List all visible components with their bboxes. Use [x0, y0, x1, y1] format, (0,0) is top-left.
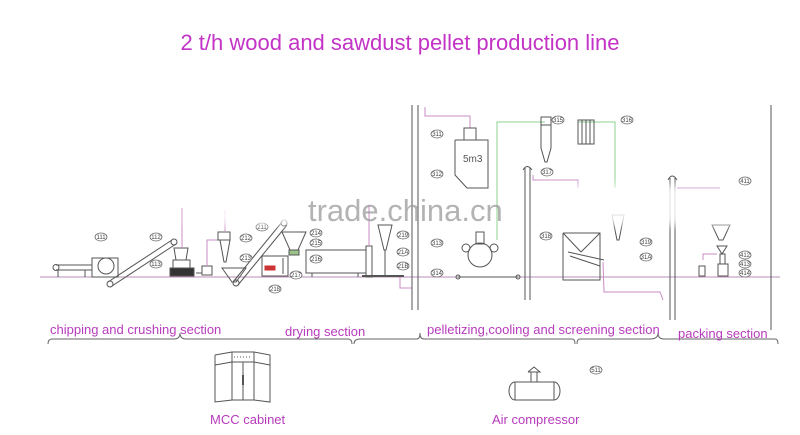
cyclone-3: [540, 116, 552, 163]
svg-text:217: 217: [291, 273, 302, 279]
tag-21b: 21B: [396, 261, 410, 271]
tag-211: 211: [255, 222, 269, 232]
section-label-drying: drying section: [285, 324, 366, 339]
svg-text:111: 111: [96, 235, 106, 241]
svg-text:318: 318: [541, 234, 552, 240]
green-duct: [496, 121, 545, 240]
screw-conveyor-1: [362, 275, 413, 305]
svg-text:312: 312: [432, 172, 443, 178]
tag-312: 312: [430, 169, 444, 179]
green-duct-2: [578, 121, 616, 188]
hammer-mill: [169, 208, 195, 277]
wood-chipper: [91, 257, 119, 278]
tag-315: 315: [551, 115, 565, 125]
svg-text:316: 316: [622, 118, 633, 124]
tag-411: 411: [738, 176, 752, 186]
section-label-packing: packing section: [678, 326, 768, 341]
svg-text:315: 315: [553, 118, 564, 124]
tag-412: 412: [738, 250, 752, 260]
packing-hopper: [711, 224, 731, 265]
tag-319: 319: [639, 237, 653, 247]
svg-text:21A: 21A: [398, 250, 409, 256]
svg-text:219: 219: [398, 233, 409, 239]
svg-text:319: 319: [641, 240, 652, 246]
svg-text:411: 411: [740, 179, 750, 185]
bucket-elevator-1: [411, 105, 419, 310]
bag-filter: [577, 119, 595, 145]
watermark: trade.china.cn: [308, 193, 503, 228]
tag-111: 111: [94, 232, 108, 242]
tag-511: 511: [589, 365, 603, 375]
tag-212: 212: [239, 233, 253, 243]
air-compressor-icon: [508, 366, 561, 401]
duct-cooler-out: [602, 261, 664, 301]
tag-311: 311: [430, 129, 444, 139]
svg-text:214: 214: [311, 231, 322, 237]
fan-1: [196, 239, 222, 276]
svg-text:413: 413: [740, 262, 751, 268]
svg-text:317: 317: [542, 170, 553, 176]
inclined-conveyor-1: [106, 238, 178, 288]
silo: [454, 127, 489, 189]
svg-text:412: 412: [740, 253, 751, 259]
svg-text:31A: 31A: [641, 255, 652, 261]
tag-216: 216: [309, 254, 323, 264]
watermark-fog-1: [185, 185, 295, 225]
legend-mcc-cabinet: MCC cabinet: [210, 412, 286, 427]
svg-text:218: 218: [270, 287, 281, 293]
mcc-cabinet-icon: [214, 351, 271, 403]
svg-text:311: 311: [432, 132, 442, 138]
counterflow-cooler: [562, 232, 605, 281]
dryer-feed-hopper: [281, 231, 307, 256]
tag-213: 213: [239, 253, 253, 263]
svg-text:414: 414: [740, 271, 751, 277]
tag-217: 217: [289, 270, 303, 280]
legend-air-compressor: Air compressor: [492, 412, 580, 427]
tag-314: 314: [430, 268, 444, 278]
tag-313: 313: [430, 238, 444, 248]
duct-to-silo: [424, 107, 471, 128]
cyclone-2: [377, 224, 393, 277]
svg-text:314: 314: [432, 271, 443, 277]
svg-text:21B: 21B: [398, 264, 409, 270]
diagram-title: 2 t/h wood and sawdust pellet production…: [180, 30, 620, 55]
hopper-1: [221, 267, 247, 283]
packing-scale: [698, 253, 729, 277]
svg-text:112: 112: [151, 235, 161, 241]
tag-318: 318: [539, 231, 553, 241]
duct-to-cooler: [532, 175, 579, 188]
section-braces: [47, 332, 779, 345]
tag-113: 113: [149, 259, 163, 269]
svg-text:211: 211: [257, 225, 267, 231]
tag-215: 215: [309, 238, 323, 248]
svg-text:216: 216: [311, 257, 322, 263]
svg-text:313: 313: [432, 241, 443, 247]
section-label-chipping: chipping and crushing section: [50, 322, 222, 337]
tag-112: 112: [149, 232, 163, 242]
silo-label: 5m3: [463, 154, 483, 165]
svg-text:113: 113: [151, 262, 161, 268]
watermark-fog-2: [540, 185, 740, 225]
section-label-pelletizing: pelletizing,cooling and screening sectio…: [427, 322, 660, 337]
tag-214: 214: [309, 228, 323, 238]
tag-31a: 31A: [639, 252, 653, 262]
belt-conveyor-feed: [52, 264, 92, 277]
svg-text:212: 212: [241, 236, 252, 242]
hot-air-furnace: [261, 255, 289, 277]
tag-21a: 21A: [396, 247, 410, 257]
tag-317: 317: [540, 167, 554, 177]
svg-text:511: 511: [591, 368, 601, 374]
pellet-mill: [455, 231, 521, 280]
tag-218: 218: [268, 284, 282, 294]
tag-413: 413: [738, 259, 752, 269]
tag-219: 219: [396, 230, 410, 240]
tag-316: 316: [620, 115, 634, 125]
tag-414: 414: [738, 268, 752, 278]
svg-text:213: 213: [241, 256, 252, 262]
svg-text:215: 215: [311, 241, 322, 247]
bucket-elevator-2: [522, 166, 533, 300]
